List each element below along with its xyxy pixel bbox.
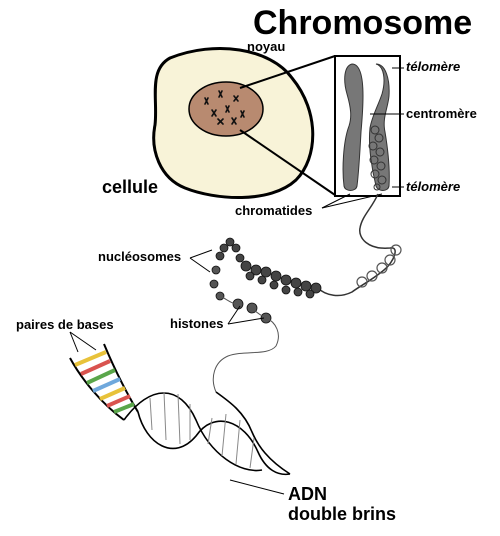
label-noyau: noyau [247,40,285,53]
adn-pointer [230,480,284,494]
histones-pointers [228,306,264,324]
label-histones: histones [170,317,223,330]
chromatin-fiber [216,238,321,298]
label-centromere: centromère [406,107,477,120]
base-pairs-pointers [70,332,96,352]
base-pair-ladder [70,344,138,420]
label-double-brins: double brins [288,505,396,523]
label-adn: ADN [288,485,327,503]
label-nucleosomes: nucléosomes [98,250,181,263]
label-telomere-bottom: télomère [406,180,460,193]
linker-dna [213,296,278,392]
label-paires-de-bases: paires de bases [16,318,114,331]
dna-double-helix [124,392,290,474]
diagram-title: Chromosome [253,6,472,40]
nucleosomes-pointers [190,250,212,272]
nucleus [189,82,263,136]
chromatin-strand [318,194,395,295]
label-telomere-top: télomère [406,60,460,73]
label-chromatides: chromatides [235,204,312,217]
label-cellule: cellule [102,178,158,196]
